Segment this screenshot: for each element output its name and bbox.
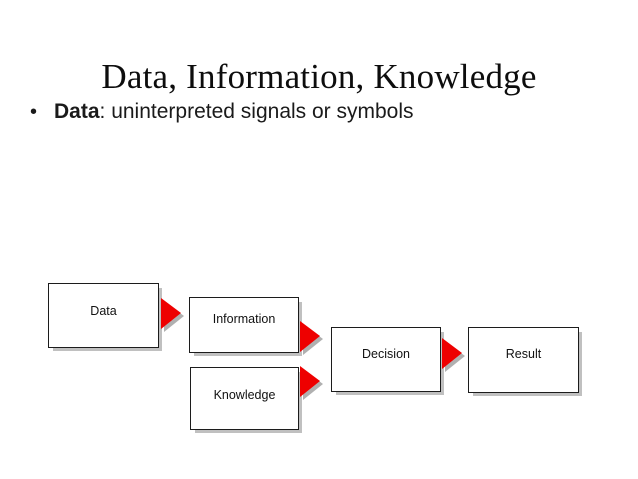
bullet-marker-icon: • [30, 101, 38, 123]
arrow-data-to-information-icon [160, 294, 186, 338]
flow-box-information-label: Information [212, 312, 276, 327]
flow-box-result[interactable]: Result [468, 327, 579, 393]
flow-box-knowledge[interactable]: Knowledge [190, 367, 299, 430]
flow-box-decision[interactable]: Decision [331, 327, 441, 392]
bullet-lead-term: Data [54, 100, 100, 123]
flow-box-data-label: Data [90, 303, 117, 318]
flow-box-information[interactable]: Information [189, 297, 299, 353]
flow-box-decision-label: Decision [362, 346, 410, 361]
bullet-rest-text: : uninterpreted signals or symbols [99, 100, 414, 123]
flow-box-result-label: Result [505, 347, 542, 362]
page-title: Data, Information, Knowledge [101, 57, 537, 97]
flow-box-knowledge-label: Knowledge [213, 388, 276, 403]
arrow-knowledge-to-decision-icon [299, 362, 325, 406]
bullet-list-item: • Data: uninterpreted signals or symbols [30, 99, 610, 127]
arrow-decision-to-result-icon [441, 334, 467, 378]
bullet-text: Data: uninterpreted signals or symbols [54, 99, 610, 125]
flow-box-data[interactable]: Data [48, 283, 159, 348]
arrow-information-to-decision-icon [299, 317, 325, 361]
